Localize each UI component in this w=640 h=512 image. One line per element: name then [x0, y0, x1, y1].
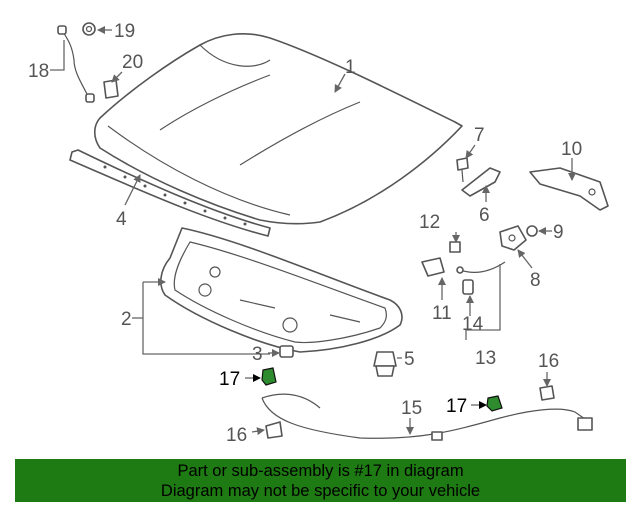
striker-part-11 — [421, 257, 445, 277]
callout-6: 6 — [479, 205, 490, 226]
callout-13: 13 — [475, 348, 496, 369]
leader-lines — [50, 26, 576, 436]
callout-8: 8 — [530, 270, 541, 291]
clip-part-16-left — [265, 421, 283, 439]
highlighted-part-17-right — [486, 395, 503, 412]
callout-14: 14 — [462, 314, 484, 335]
hood-insulator — [160, 227, 403, 353]
hood-seal-strip — [69, 149, 271, 237]
hinge-part-6 — [461, 167, 501, 197]
banner-line-disclaimer: Diagram may not be specific to your vehi… — [160, 482, 481, 500]
callout-9: 9 — [553, 222, 564, 243]
cable-part-13 — [456, 261, 506, 274]
callout-12: 12 — [419, 212, 440, 233]
highlighted-part-17-left — [261, 367, 277, 386]
clip-part-14 — [462, 279, 474, 295]
nozzle-part-20 — [103, 79, 119, 99]
callout-16-right: 16 — [538, 351, 559, 372]
washer-hose-part-18 — [57, 25, 95, 103]
release-cable-part-15 — [261, 393, 593, 441]
callout-15: 15 — [401, 398, 422, 419]
callout-1: 1 — [345, 57, 356, 78]
callout-18: 18 — [28, 61, 49, 82]
callout-17-left: 17 — [219, 369, 240, 390]
callout-10: 10 — [561, 139, 582, 160]
bolt-part-9 — [526, 225, 538, 237]
clip-part-3 — [279, 345, 294, 358]
bumper-part-5 — [373, 351, 397, 377]
diagram-info-banner: Part or sub-assembly is #17 in diagram D… — [15, 459, 626, 502]
bolt-part-7 — [456, 157, 469, 183]
clip-part-16-right — [539, 385, 555, 401]
callout-16-left: 16 — [226, 425, 247, 446]
callout-20: 20 — [122, 52, 143, 73]
callout-7: 7 — [474, 125, 485, 146]
callout-19: 19 — [114, 21, 135, 42]
callout-17-right: 17 — [446, 396, 467, 417]
hood-panel — [93, 33, 463, 225]
callout-11: 11 — [432, 303, 452, 324]
callout-4: 4 — [116, 209, 127, 230]
bolt-part-12 — [449, 241, 461, 253]
callout-3: 3 — [252, 344, 263, 365]
latch-part-8 — [499, 225, 527, 251]
callout-2: 2 — [121, 309, 132, 330]
grommet-part-19 — [82, 22, 96, 36]
bracket-part-10 — [529, 167, 609, 211]
callout-5: 5 — [404, 349, 415, 370]
banner-line-part-info: Part or sub-assembly is #17 in diagram — [177, 462, 464, 480]
